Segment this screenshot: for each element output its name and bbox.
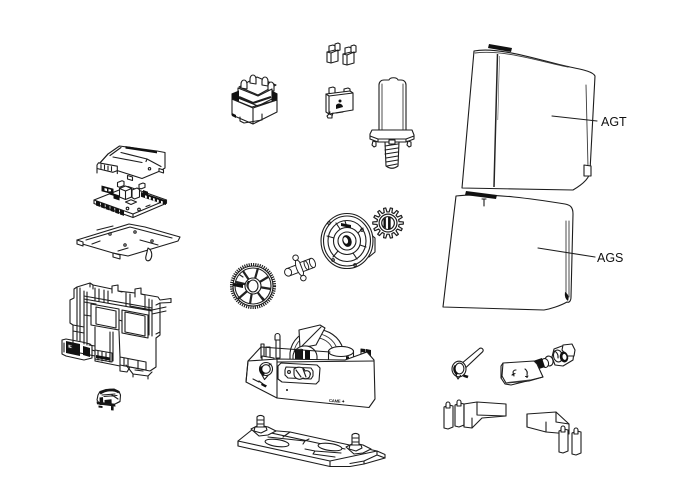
svg-text:AGT: AGT [601, 115, 627, 129]
svg-text:CAME ✦: CAME ✦ [329, 398, 346, 404]
svg-text:AGS: AGS [597, 251, 623, 265]
